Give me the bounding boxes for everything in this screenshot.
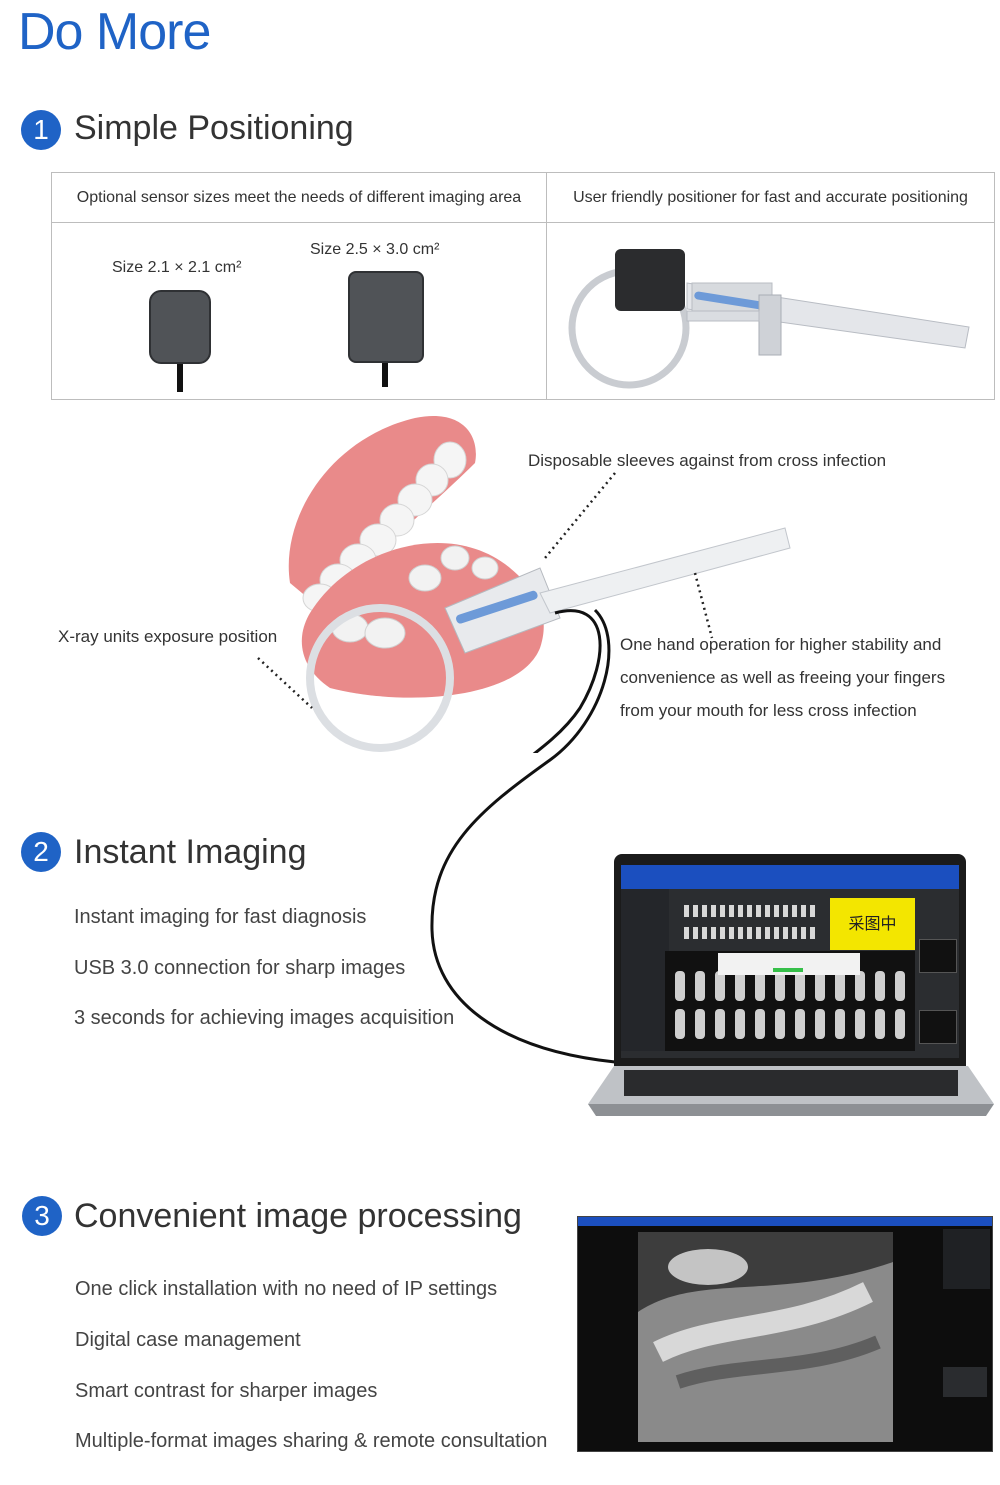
section-2-number: 2 <box>21 832 61 872</box>
large-sensor-image <box>348 271 424 363</box>
section-2-title: Instant Imaging <box>74 833 307 871</box>
callout-one-hand-line-2: convenience as well as freeing your fing… <box>620 668 946 687</box>
small-sensor-image <box>149 290 211 364</box>
section-3-title: Convenient image processing <box>74 1197 522 1235</box>
dental-xray-image <box>638 1232 893 1442</box>
sensor-sizes-cell: Size 2.1 × 2.1 cm² Size 2.5 × 3.0 cm² <box>52 223 547 399</box>
tool-buttons-panel <box>943 1229 990 1289</box>
table-header-positioner: User friendly positioner for fast and ac… <box>547 173 994 223</box>
xray-detail <box>638 1232 893 1442</box>
callout-one-hand-line-3: from your mouth for less cross infection <box>620 701 917 720</box>
callout-one-hand-line-1: One hand operation for higher stability … <box>620 635 942 654</box>
size-large-label: Size 2.5 × 3.0 cm² <box>310 241 440 258</box>
imaging-software-window: 采图中 <box>621 865 959 1058</box>
tooth-chart <box>684 905 815 939</box>
processing-software-window <box>577 1216 993 1452</box>
dental-model-illustration <box>257 416 791 753</box>
preview-box-top <box>919 939 957 973</box>
acquiring-status-panel: 采图中 <box>830 898 915 950</box>
positioner-cell <box>547 223 994 399</box>
processing-feature-1: One click installation with no need of I… <box>75 1278 498 1300</box>
small-sensor-cable <box>177 364 183 392</box>
callout-disposable-sleeves: Disposable sleeves against from cross in… <box>528 451 887 470</box>
software-sidebar <box>621 889 669 1051</box>
tooth-xray-thumbnails <box>675 953 905 1039</box>
table-header-sensor-sizes: Optional sensor sizes meet the needs of … <box>52 173 547 223</box>
callout-xray-exposure: X-ray units exposure position <box>58 627 278 646</box>
xray-image-grid <box>665 951 915 1051</box>
section-1-title: Simple Positioning <box>74 109 354 147</box>
size-small-label: Size 2.1 × 2.1 cm² <box>112 259 242 276</box>
preview-box-bottom <box>919 1010 957 1044</box>
thumbnail-panel <box>943 1367 987 1397</box>
instant-feature-3: 3 seconds for achieving images acquisiti… <box>74 1007 455 1029</box>
large-sensor-cable <box>382 363 388 387</box>
processing-feature-2: Digital case management <box>75 1329 301 1351</box>
processing-feature-3: Smart contrast for sharper images <box>75 1380 378 1402</box>
section-3-number: 3 <box>22 1196 62 1236</box>
positioning-table: Optional sensor sizes meet the needs of … <box>51 172 995 400</box>
usb-cable <box>430 608 616 1064</box>
laptop-base <box>588 1066 994 1116</box>
processing-feature-4: Multiple-format images sharing & remote … <box>75 1430 548 1452</box>
software-titlebar <box>621 865 959 889</box>
page-title: Do More <box>18 3 211 61</box>
instant-feature-1: Instant imaging for fast diagnosis <box>74 906 367 928</box>
instant-feature-2: USB 3.0 connection for sharp images <box>74 957 406 979</box>
positioner-image <box>568 249 970 389</box>
acquiring-status-label: 采图中 <box>848 914 897 933</box>
section-1-number: 1 <box>21 110 61 150</box>
processing-titlebar <box>578 1217 992 1226</box>
